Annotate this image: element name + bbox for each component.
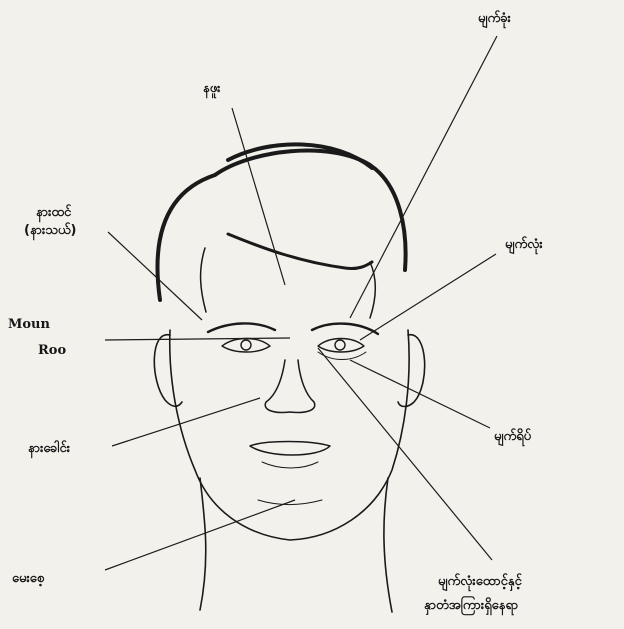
leader-root: [105, 338, 290, 340]
leader-temple: [108, 232, 202, 320]
nose: [265, 360, 315, 413]
hair-left-inner: [201, 248, 206, 312]
right-iris: [335, 340, 345, 350]
leader-eye: [360, 254, 496, 340]
label-root-line2: Roo: [38, 342, 66, 359]
label-cheek: နားခေါင်း: [28, 440, 70, 457]
neck-right: [384, 478, 392, 612]
label-nose-bridge-line2: နှာတံအကြားရှိနေရာ: [424, 597, 518, 614]
leader-forehead: [232, 108, 285, 285]
label-root-line1: Moun: [8, 316, 50, 333]
label-eyelid: မျက်ရိပ်: [494, 428, 531, 445]
hair-fringe: [228, 234, 372, 269]
label-forehead: နဖူး: [203, 80, 220, 97]
right-lower-lid: [318, 352, 366, 360]
label-temple-line1: နားထင်: [36, 204, 71, 221]
mouth: [250, 442, 330, 456]
lower-lip: [262, 462, 318, 468]
label-nose-bridge-line1: မျက်လုံးထောင့်နှင့်: [438, 573, 522, 590]
hairline-top: [228, 144, 372, 168]
label-eye: မျက်လုံး: [505, 236, 543, 253]
hair-outline: [157, 151, 405, 300]
label-chin: မေးစေ့: [12, 570, 44, 587]
leader-nose-bridge: [318, 348, 492, 560]
neck-left: [200, 478, 206, 610]
left-ear: [154, 335, 182, 407]
face-outline: [170, 330, 409, 540]
leader-cheek: [112, 398, 260, 446]
right-ear: [398, 335, 425, 407]
label-eyebrow: မျက်ခုံး: [478, 10, 511, 27]
leader-eyelid: [350, 360, 490, 428]
label-temple-line2: (နားသယ်): [24, 222, 76, 239]
right-eyebrow: [312, 324, 378, 334]
leader-eyebrow: [350, 36, 497, 318]
left-eyebrow: [208, 323, 275, 332]
left-iris: [241, 340, 251, 350]
